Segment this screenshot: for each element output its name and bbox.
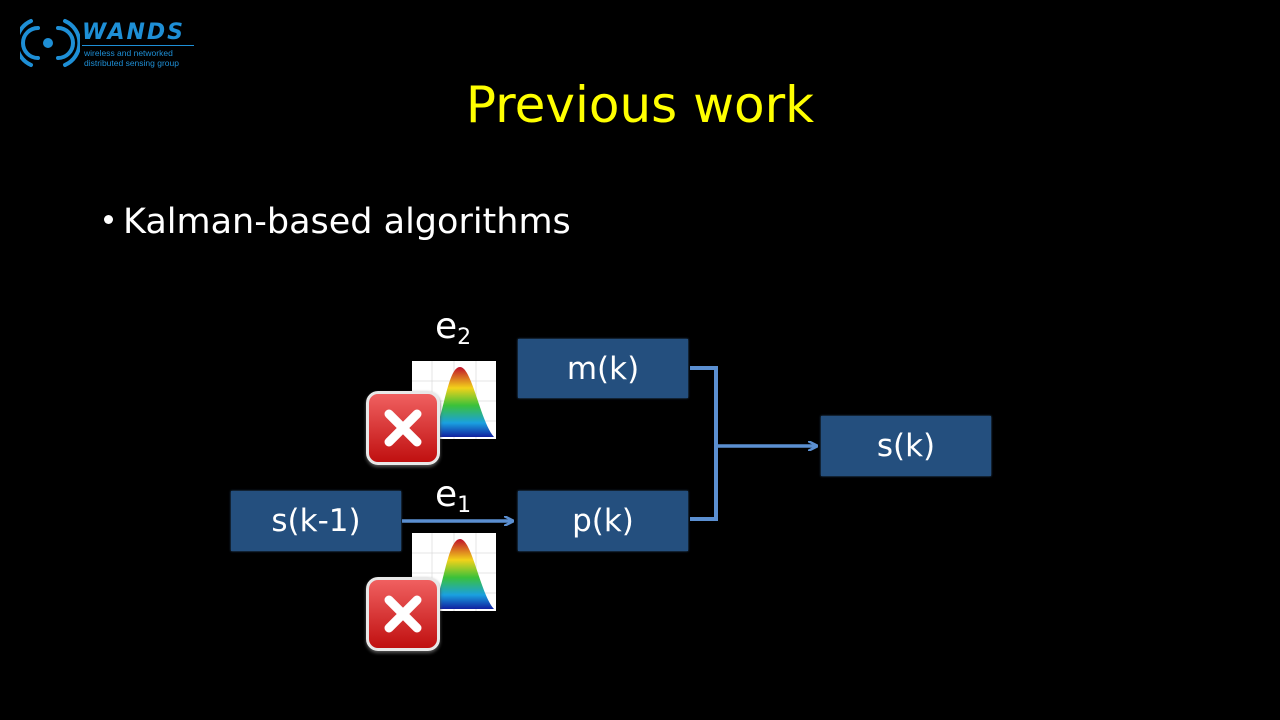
node-m: m(k) xyxy=(518,339,688,398)
error-e2-base: e xyxy=(435,306,458,347)
error-e1-base: e xyxy=(435,474,458,515)
bracket-connector xyxy=(690,366,718,521)
node-m-label: m(k) xyxy=(566,350,640,387)
node-s-label: s(k) xyxy=(876,428,936,464)
node-p-label: p(k) xyxy=(572,503,634,539)
error-e2-sub: 2 xyxy=(457,325,472,350)
logo-tagline-1: wireless and networked xyxy=(84,48,173,58)
slide-title: Previous work xyxy=(465,76,815,134)
reject-x-icon xyxy=(366,391,440,465)
logo-name: WANDS xyxy=(82,20,186,45)
node-s-prev: s(k-1) xyxy=(231,491,401,551)
logo-divider xyxy=(82,45,194,46)
error-e1-sub: 1 xyxy=(457,493,472,518)
node-s: s(k) xyxy=(821,416,991,476)
wifi-wave-icon xyxy=(20,19,80,67)
error-label-e1: e1 xyxy=(435,474,471,518)
bullet-dot xyxy=(104,214,113,224)
error-label-e2: e2 xyxy=(435,306,471,350)
node-p: p(k) xyxy=(518,491,688,551)
node-s-prev-label: s(k-1) xyxy=(271,503,361,539)
logo-tagline-2: distributed sensing group xyxy=(84,58,179,68)
wands-logo: WANDS wireless and networked distributed… xyxy=(20,14,200,72)
bullet-item: Kalman-based algorithms xyxy=(104,202,571,242)
reject-x-icon xyxy=(366,577,440,651)
bullet-text: Kalman-based algorithms xyxy=(123,202,571,242)
